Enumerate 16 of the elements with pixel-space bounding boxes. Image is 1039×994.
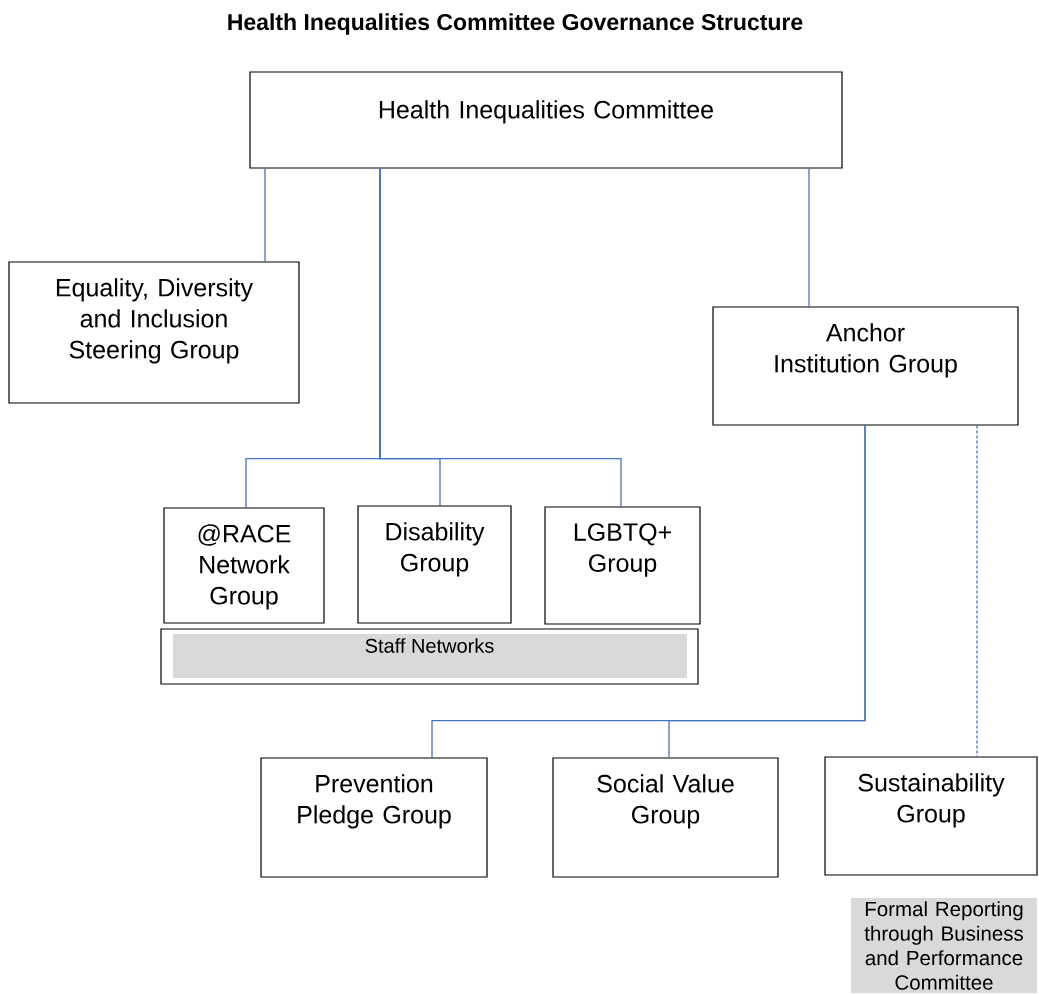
- committee-box: Health Inequalities Committee: [249, 71, 843, 169]
- group-box: Sustainability Group: [824, 756, 1038, 876]
- connector-line: [808, 167, 810, 308]
- network-box: Disability Group: [357, 505, 512, 624]
- connector-line: [668, 424, 866, 759]
- staff-networks-band: Staff Networks: [160, 628, 699, 685]
- connector-line: [379, 167, 622, 508]
- network-box: @RACE Network Group: [163, 507, 325, 624]
- connector-line: [264, 167, 266, 263]
- group-box: Equality, Diversity and Inclusion Steering Group: [8, 261, 300, 404]
- group-box: Anchor Institution Group: [712, 306, 1019, 426]
- network-box: LGBTQ+ Group: [544, 506, 701, 625]
- group-box: Prevention Pledge Group: [260, 757, 488, 878]
- reporting-note: Formal Reporting through Business and Performance Committee: [851, 898, 1037, 993]
- group-box: Social Value Group: [552, 757, 779, 878]
- title: Health Inequalities Committee Governance Structure: [228, 13, 803, 35]
